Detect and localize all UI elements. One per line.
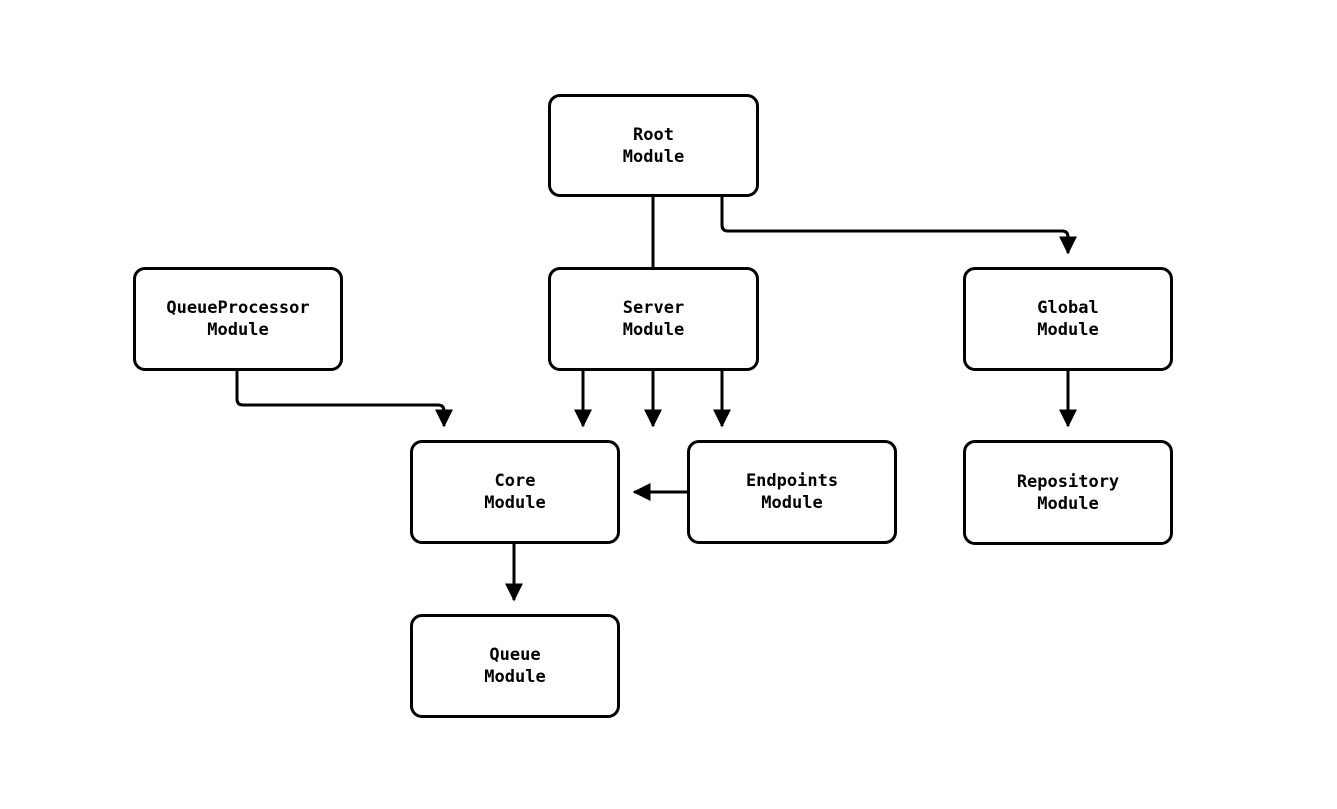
edge-queueprocessor-to-core [235,371,453,428]
node-repository-module[interactable]: Repository Module [963,440,1173,545]
node-global-module[interactable]: Global Module [963,267,1173,371]
edge-root-to-global [720,197,1077,255]
node-root-module-label: Root Module [622,124,685,167]
node-queue-module[interactable]: Queue Module [410,614,620,718]
node-server-module[interactable]: Server Module [548,267,759,371]
node-server-module-label: Server Module [622,298,685,340]
node-endpoints-module-label: Endpoints Module [745,471,839,513]
node-core-module[interactable]: Core Module [410,440,620,544]
node-queueprocessor-module-label: QueueProcessor Module [166,298,310,340]
node-queueprocessor-module[interactable]: QueueProcessor Module [133,267,343,371]
node-queue-module-label: Queue Module [484,645,546,687]
node-root-module[interactable]: Root Module [548,94,759,197]
node-global-module-label: Global Module [1037,298,1099,340]
node-repository-module-label: Repository Module [1016,471,1120,514]
node-endpoints-module[interactable]: Endpoints Module [687,440,897,544]
node-core-module-label: Core Module [484,471,546,513]
